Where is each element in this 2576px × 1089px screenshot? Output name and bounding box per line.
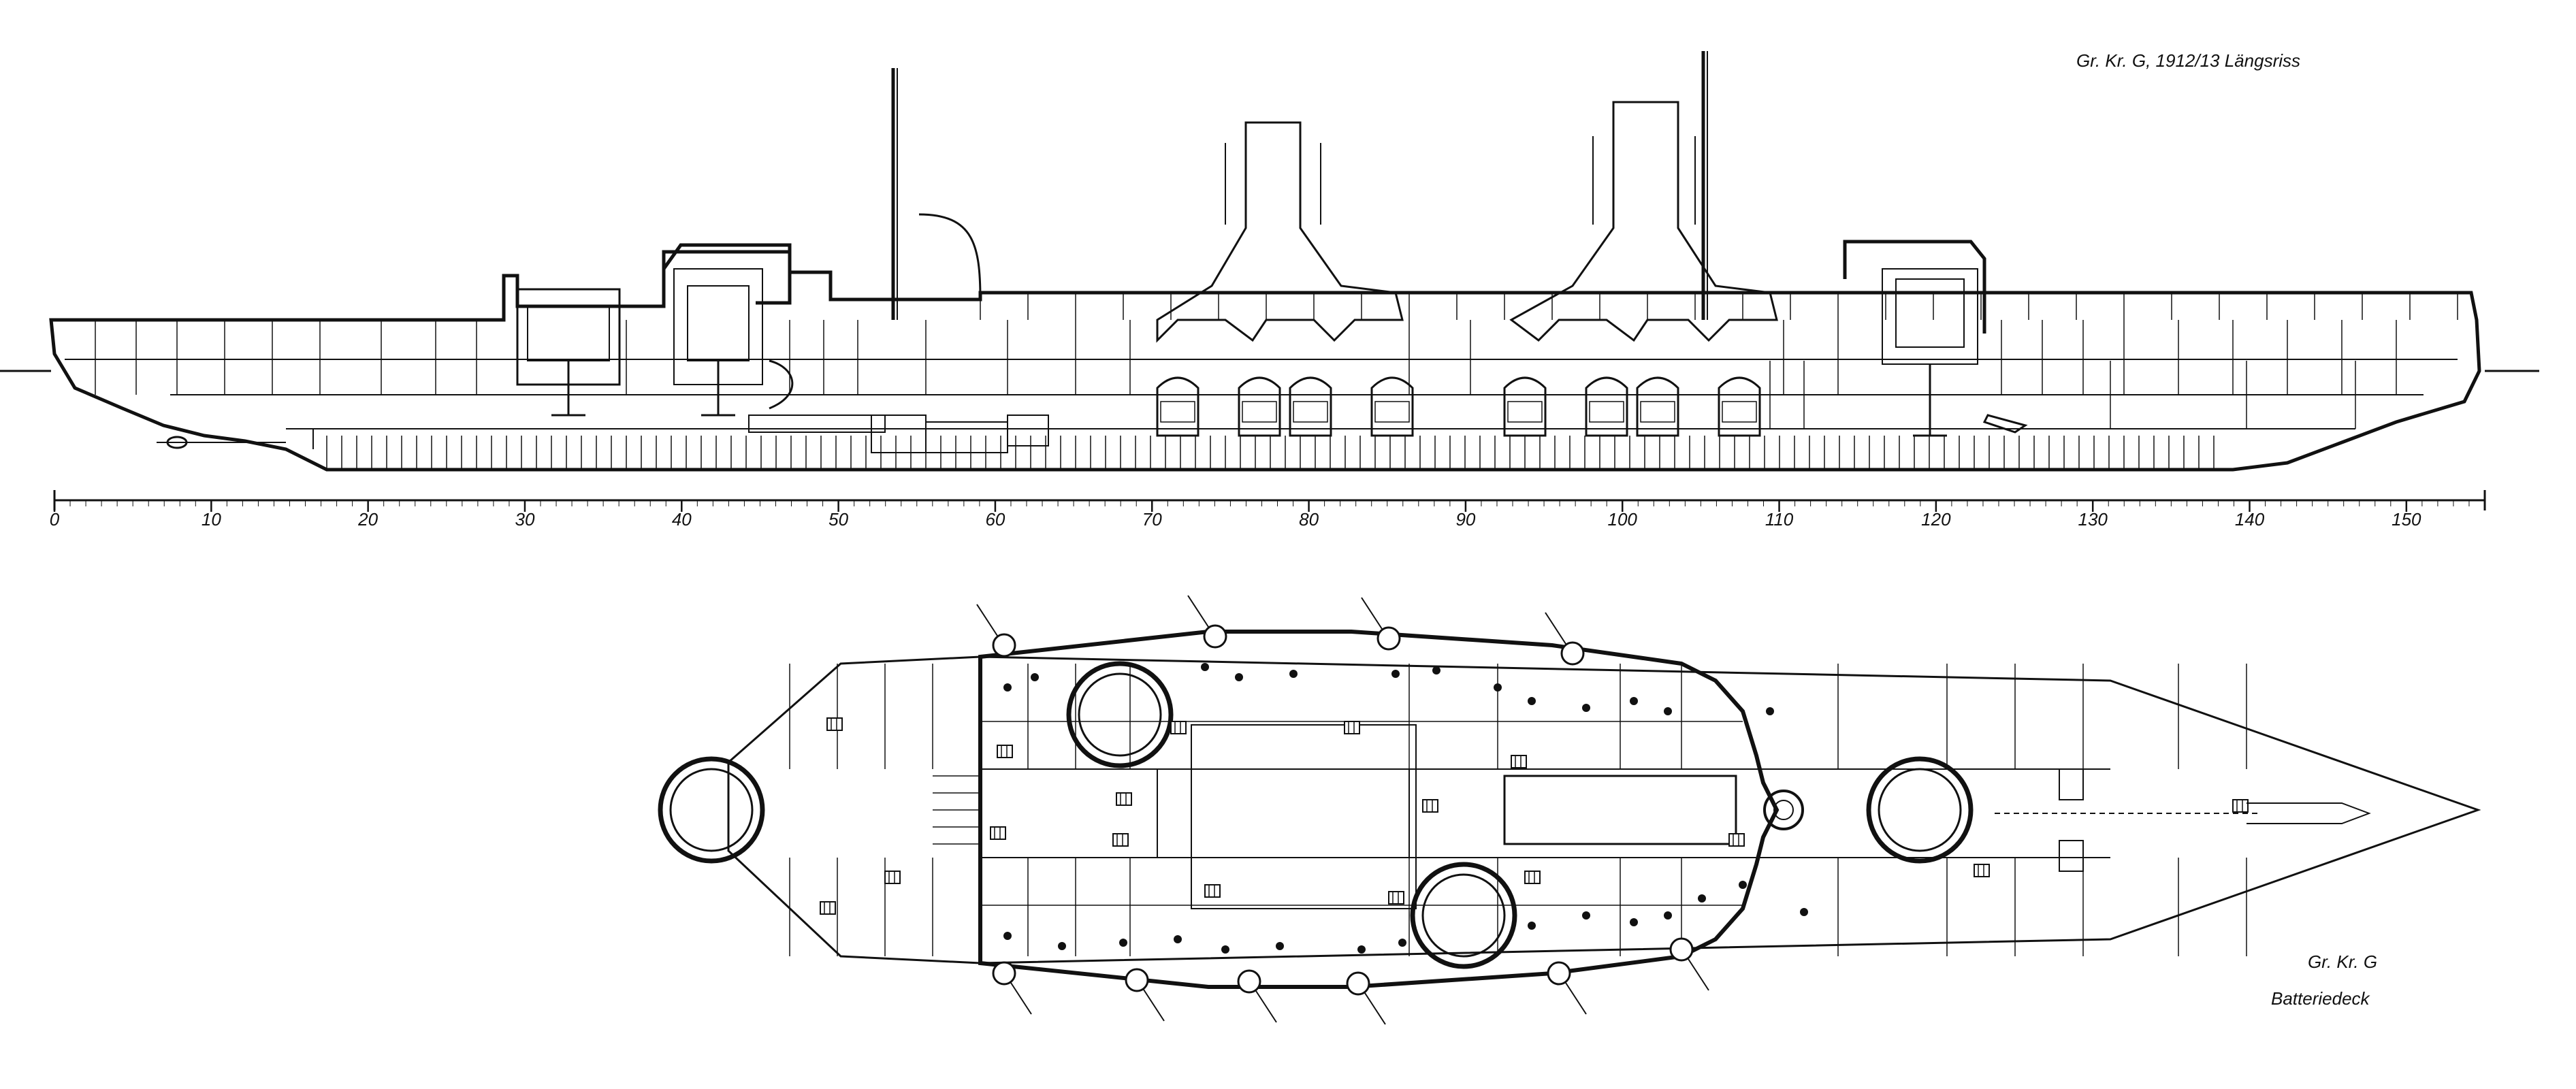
scale-tick-label: 40 [672,509,692,530]
battery-deck-plan [658,595,2481,1025]
secondary-gun-sponsons [976,595,1709,1025]
second-turret [662,243,792,417]
plan-subtitle: Batteriedeck [2271,988,2371,1009]
scale-tick-label: 90 [1455,509,1475,530]
scale-tick-label: 0 [50,509,60,530]
hull-outline [49,250,2481,472]
starboard-wing-barbette [1410,862,1517,969]
armored-citadel [978,630,1780,989]
double-bottom-frames [326,436,2215,470]
port-wing-barbette [1066,661,1174,768]
scale-tick-label: 20 [357,509,378,530]
scale-tick-label: 50 [828,509,848,530]
scale-tick-label: 130 [2078,509,2108,530]
scale-tick-label: 70 [1142,509,1162,530]
scale-tick-label: 120 [1921,509,1951,530]
deck-stanchions [1003,663,1808,954]
scale-tick-label: 140 [2235,509,2265,530]
fore-turret [1843,240,1986,437]
scale-tick-label: 60 [985,509,1005,530]
aft-funnel [1156,121,1404,343]
center-hatch [1191,724,1417,909]
fore-hatch [1503,775,1737,845]
length-scale: 0 10 20 30 40 50 60 70 80 90 100 110 120 130 140 150 [50,490,2486,530]
aft-turret [516,288,621,417]
scale-tick-label: 110 [1765,509,1794,530]
bulkheads [95,293,2458,429]
conning-tower [1763,790,1804,830]
boiler-group [1156,376,1761,437]
scale-tick-label: 100 [1608,509,1638,530]
bow-anchor-bed [2247,802,2371,824]
aft-barbette [658,756,765,864]
fore-barbette [1866,756,1974,864]
deck-outline [727,655,2481,964]
longitudinal-elevation: 0 10 20 30 40 50 60 70 80 90 100 110 120 130 140 150 [0,51,2539,530]
plan-title: Gr. Kr. G [2308,952,2377,972]
fore-funnel [1509,101,1778,342]
ventilators [820,717,2249,915]
propeller [157,428,314,449]
scale-tick-label: 150 [2392,509,2421,530]
scale-tick-label: 30 [515,509,535,530]
bow-anchor [1982,414,2028,434]
engine-machinery [748,213,1049,453]
scale-tick-label: 80 [1299,509,1319,530]
elevation-title: Gr. Kr. G, 1912/13 Längsriss [2076,50,2300,71]
scale-tick-label: 10 [202,509,221,530]
